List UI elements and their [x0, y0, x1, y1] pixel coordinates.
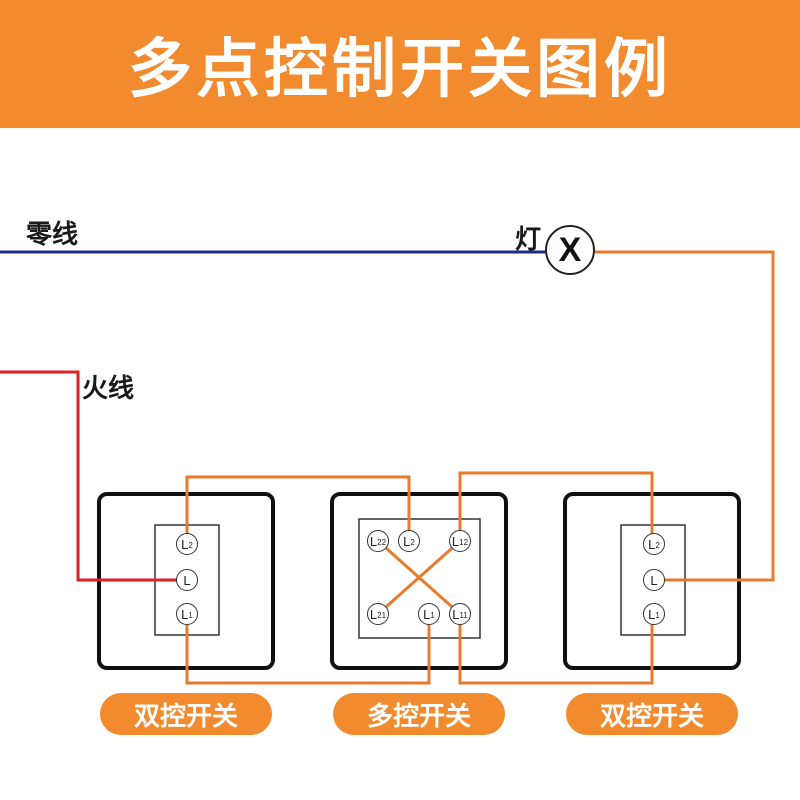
wire-lamp-to-right-switch: [595, 250, 775, 582]
neutral-label: 零线: [26, 220, 79, 250]
switch-wires: [185, 250, 775, 685]
caption-middle-switch: 多控开关: [333, 693, 505, 735]
terminal-left-l: L: [176, 569, 198, 591]
lamp-symbol: X: [558, 230, 582, 269]
switch-inner-middle: [358, 518, 481, 639]
caption-right-switch: 双控开关: [566, 693, 738, 735]
wire-cross-l12-l21: [377, 539, 461, 616]
header-banner: 多点控制开关图例: [0, 0, 800, 128]
live-wire: [0, 370, 187, 582]
lamp-icon: X: [545, 225, 595, 275]
terminal-right-l: L: [643, 569, 665, 591]
caption-left-switch: 双控开关: [100, 693, 272, 735]
lamp-label: 灯: [515, 225, 542, 255]
wire-left-L1-to-middle-L1: [185, 614, 431, 685]
live-label: 火线: [82, 374, 135, 404]
wire-left-L2-to-middle-L2: [185, 475, 411, 544]
wire-middle-L11-to-right-L1: [458, 614, 654, 685]
wire-middle-L12-to-right-L2: [458, 471, 654, 544]
page-title: 多点控制开关图例: [128, 33, 672, 107]
